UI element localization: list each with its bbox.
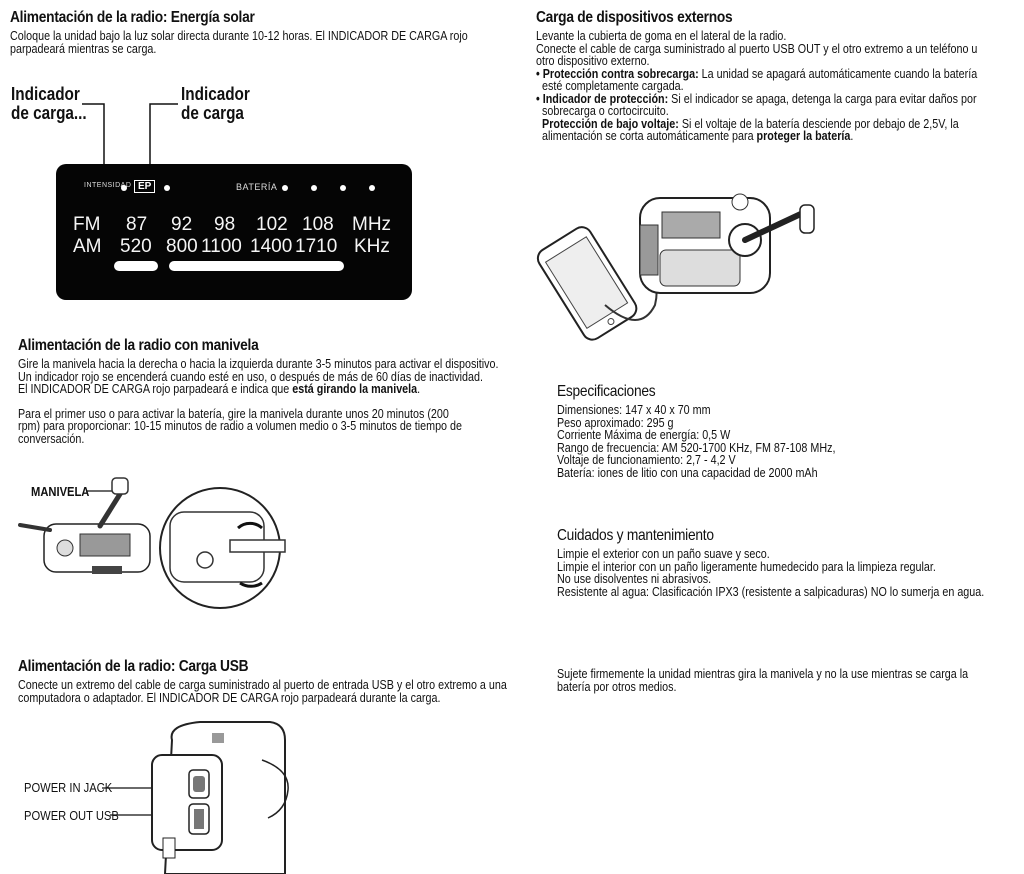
intensity-dot [121,185,127,191]
radio-display-panel: INTENSIDAD EP BATERÍA FM 87 92 98 102 10… [56,164,412,300]
specs-title: Especificaciones [557,383,656,400]
usb-title: Alimentación de la radio: Carga USB [18,658,249,675]
am-value-1710: 1710 [295,236,338,257]
warning-note: Sujete firmemente la unidad mientras gir… [557,667,969,694]
care-list: Limpie el exterior con un paño suave y s… [557,547,985,599]
callout-charge-indicator-right: Indicador de carga [181,84,250,123]
external-text: Levante la cubierta de goma en el latera… [536,29,978,143]
usb-text: Conecte un extremo del cable de carga su… [18,678,507,705]
ep-badge: EP [134,180,156,193]
tuning-bar-long [169,261,344,271]
fm-value-92: 92 [171,214,193,235]
callout-charge-indicator-left: Indicador de carga... [11,84,87,123]
fm-value-87: 87 [126,214,148,235]
crank-title: Alimentación de la radio con manivela [18,337,259,354]
power-out-usb-label: POWER OUT USB [24,808,119,823]
battery-dot-4 [369,185,375,191]
solar-title: Alimentación de la radio: Energía solar [10,9,255,26]
care-section: Cuidados y mantenimiento Limpie el exter… [557,527,1017,598]
fm-value-98: 98 [214,214,236,235]
am-value-520: 520 [120,236,152,257]
solar-text: Coloque la unidad bajo la luz solar dire… [10,29,468,56]
tuning-bar-short [114,261,158,271]
crank-text: Gire la manivela hacia la derecha o haci… [18,357,499,396]
care-title: Cuidados y mantenimiento [557,527,714,544]
am-value-1100: 1100 [201,236,242,257]
battery-dot-3 [340,185,346,191]
external-title: Carga de dispositivos externos [536,9,733,26]
fm-value-108: 108 [302,214,334,235]
crank-section: Alimentación de la radio con manivela Gi… [18,337,518,445]
usb-section: Alimentación de la radio: Carga USB Cone… [18,658,538,704]
fm-unit: MHz [352,214,392,235]
am-value-800: 800 [166,236,198,257]
power-in-jack-label: POWER IN JACK [24,780,113,795]
solar-section: Alimentación de la radio: Energía solar … [10,9,510,55]
ep-dot [164,185,170,191]
specs-section: Especificaciones Dimensiones: 147 x 40 x… [557,383,1017,479]
fm-value-102: 102 [256,214,288,235]
am-value-1400: 1400 [250,236,293,257]
am-unit: KHz [354,236,390,257]
battery-dot-1 [282,185,288,191]
external-charging-section: Carga de dispositivos externos Levante l… [536,9,1016,143]
crank-label: MANIVELA [31,484,90,499]
battery-label: BATERÍA [236,182,278,192]
am-label: AM [73,236,102,257]
crank-first-use-text: Para el primer uso o para activar la bat… [18,406,462,446]
battery-dot-2 [311,185,317,191]
intensity-label: INTENSIDAD [84,182,132,189]
fm-label: FM [73,214,101,235]
specs-list: Dimensiones: 147 x 40 x 70 mm Peso aprox… [557,403,836,480]
